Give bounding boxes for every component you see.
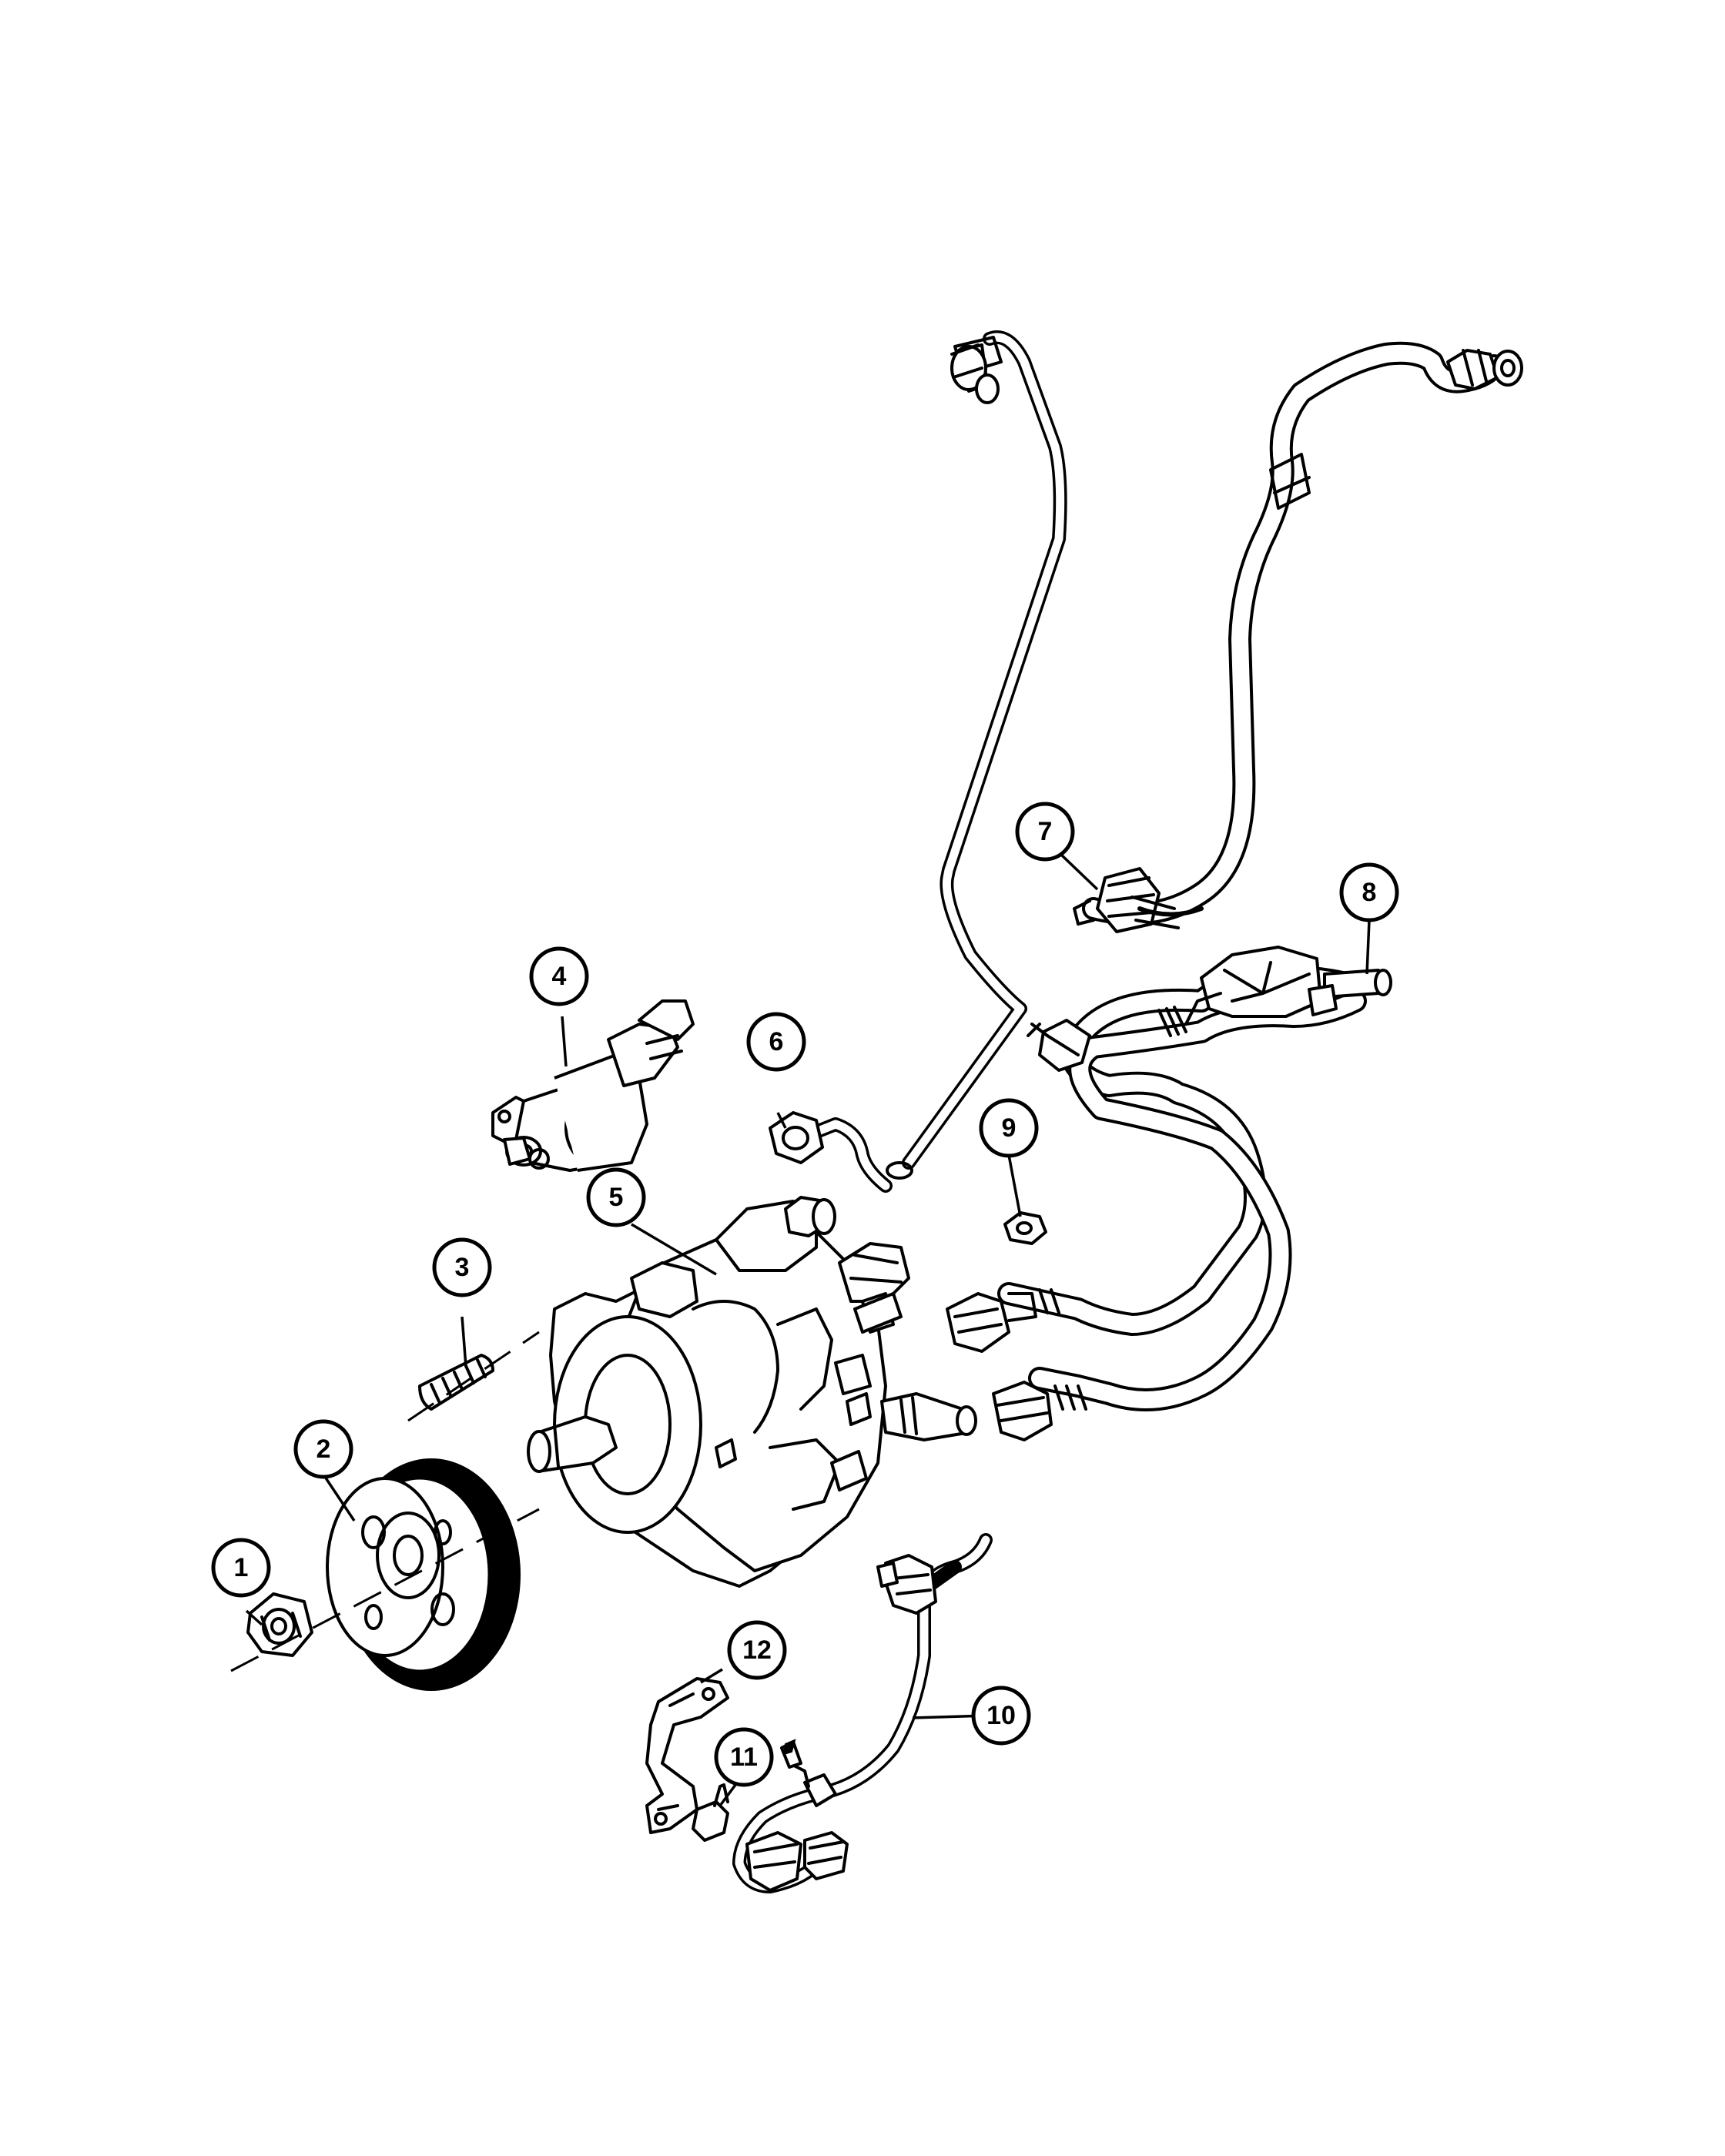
fuel-pump (527, 1196, 977, 1588)
callout-2: 2 (293, 1419, 353, 1479)
callout-label: 1 (234, 1553, 249, 1582)
callout-label: 11 (730, 1743, 758, 1772)
wiring-harness (732, 1533, 993, 1893)
callout-label: 6 (769, 1027, 784, 1056)
callout-label: 4 (552, 962, 567, 991)
callout-label: 2 (317, 1435, 331, 1464)
fitting-nut (769, 1111, 893, 1193)
callout-label: 3 (455, 1253, 470, 1282)
callout-label: 7 (1038, 817, 1053, 846)
small-nut (1003, 1211, 1047, 1245)
callout-label: 5 (609, 1183, 624, 1212)
fuel-supply-lines (946, 946, 1392, 1441)
callout-label: 8 (1362, 878, 1377, 907)
callout-9: 9 (979, 1098, 1039, 1158)
bolt (692, 1783, 729, 1842)
pressure-regulator (491, 999, 695, 1172)
callout-10: 10 (971, 1686, 1031, 1746)
assembly-axis-lines (230, 1331, 540, 1672)
callout-4: 4 (529, 946, 589, 1006)
return-hose (1073, 341, 1523, 933)
callout-label: 10 (986, 1701, 1016, 1730)
callout-1: 1 (211, 1538, 271, 1598)
mounting-bracket (645, 1677, 729, 1834)
callout-6: 6 (746, 1012, 806, 1072)
gear-nut (246, 1592, 313, 1657)
stud (418, 1354, 494, 1411)
callout-7: 7 (1015, 802, 1075, 862)
callout-3: 3 (432, 1237, 492, 1297)
callout-11: 11 (714, 1727, 774, 1787)
callout-label: 9 (1002, 1113, 1017, 1143)
callout-12: 12 (727, 1620, 787, 1680)
callout-label: 12 (742, 1635, 772, 1665)
sprocket-gear (326, 1458, 521, 1691)
callout-8: 8 (1339, 862, 1399, 922)
leader-lines (245, 853, 1371, 1807)
callout-5: 5 (586, 1167, 646, 1227)
fuel-line-rigid (886, 330, 1067, 1180)
